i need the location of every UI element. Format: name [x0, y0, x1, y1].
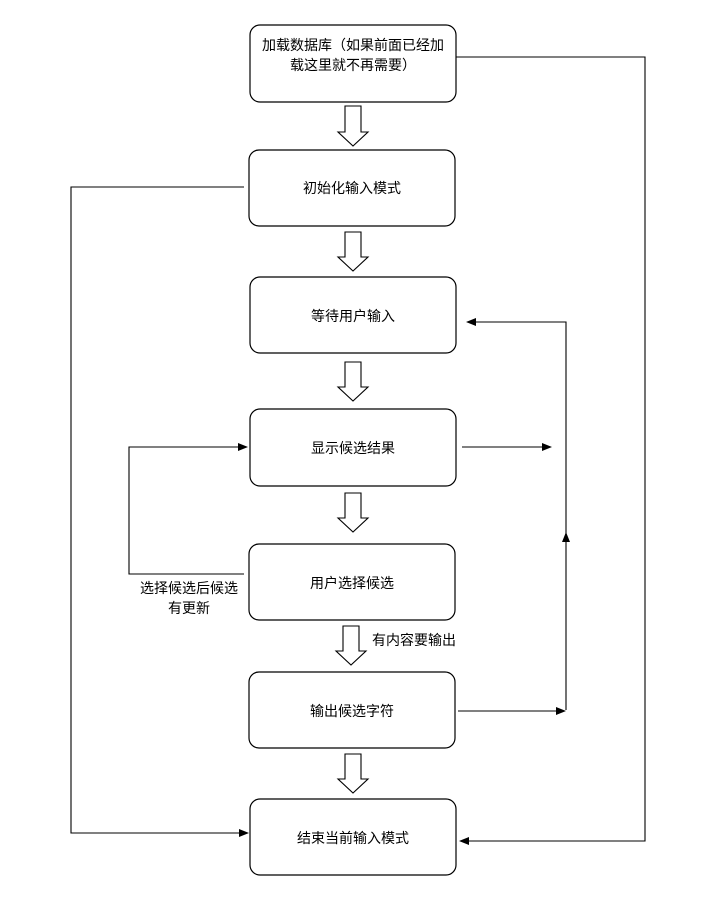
node-output-candidate-char: 输出候选字符: [248, 671, 456, 749]
edge-label-update-line-2: 有更新: [168, 601, 210, 617]
connector-select-to-show: [128, 443, 248, 575]
node-load-database-line-2: 载这里就不再需要）: [290, 57, 416, 74]
node-show-candidates-label: 显示候选结果: [311, 441, 395, 457]
connector-show-to-trunk: [462, 443, 552, 451]
node-wait-user-input: 等待用户输入: [249, 276, 457, 354]
node-init-input-mode: 初始化输入模式: [248, 149, 456, 227]
node-end-input-mode-label: 结束当前输入模式: [297, 830, 409, 847]
node-load-database: 加载数据库（如果前面已经加 载这里就不再需要）: [249, 24, 457, 103]
node-show-candidates: 显示候选结果: [249, 408, 457, 487]
node-user-select-candidate-label: 用户选择候选: [310, 575, 394, 592]
trunk-up-arrowhead: [562, 532, 570, 542]
node-end-input-mode: 结束当前输入模式: [249, 798, 457, 876]
node-output-candidate-char-label: 输出候选字符: [310, 704, 394, 720]
flow-arrow-4: [336, 492, 370, 533]
connector-loop-to-wait-input: [466, 318, 567, 710]
edge-label-update-line-1: 选择候选后候选: [140, 581, 238, 597]
node-user-select-candidate: 用户选择候选: [248, 543, 456, 621]
flow-arrow-6: [336, 753, 370, 794]
connector-output-to-trunk: [458, 707, 566, 715]
connector-init-to-end: [70, 186, 249, 837]
flow-arrow-5: [334, 625, 368, 666]
node-init-input-mode-label: 初始化输入模式: [303, 180, 401, 197]
connector-load-to-end: [456, 56, 646, 845]
node-wait-user-input-label: 等待用户输入: [311, 308, 395, 325]
flow-arrow-2: [336, 231, 370, 272]
flow-arrow-1: [336, 105, 370, 147]
node-load-database-line-1: 加载数据库（如果前面已经加: [262, 37, 444, 54]
flow-arrow-3: [336, 361, 370, 402]
edge-label-has-output: 有内容要输出: [372, 632, 456, 649]
